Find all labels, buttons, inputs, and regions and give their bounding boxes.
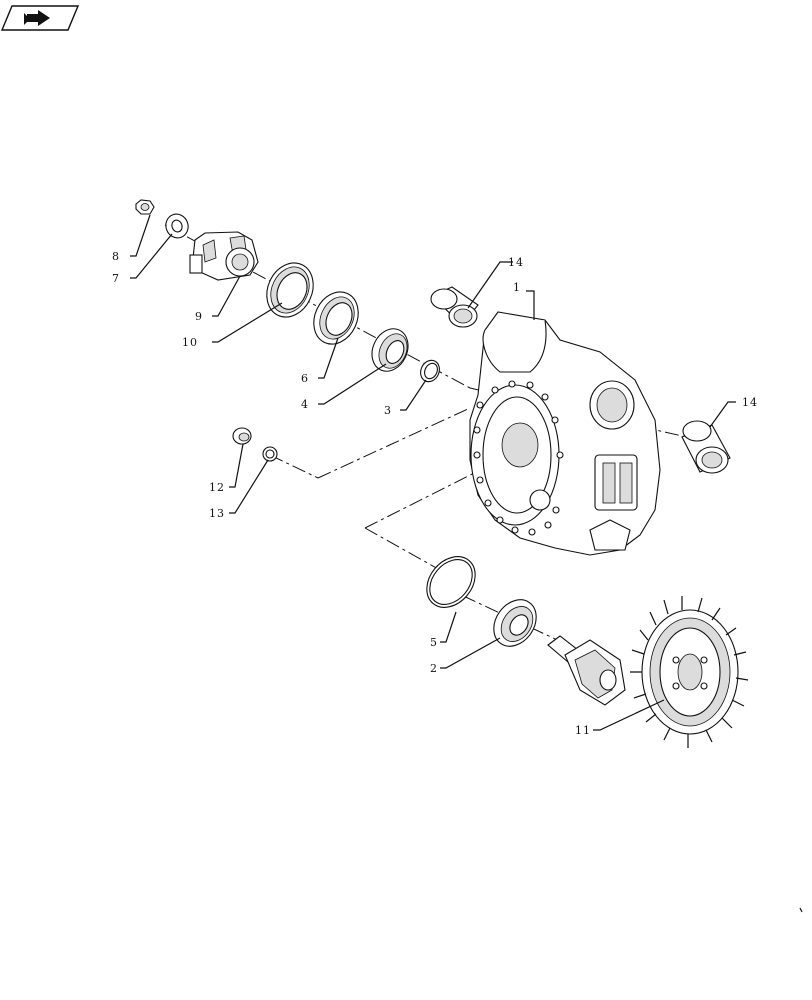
part-12-plug [232, 427, 252, 445]
part-14-bushing-top [430, 286, 479, 328]
leader-lines [130, 214, 736, 731]
part-3-ring [420, 359, 440, 383]
part-4-bearing [371, 328, 409, 372]
scan-artifact [799, 907, 803, 913]
callout-5: 5 [430, 636, 438, 649]
callout-10: 10 [182, 336, 198, 349]
callout-14-right: 14 [742, 396, 758, 409]
part-8-nut [135, 199, 155, 215]
callout-14-top: 14 [508, 256, 524, 269]
part-5-oring [426, 556, 476, 608]
callout-1: 1 [513, 281, 521, 294]
callout-7: 7 [112, 272, 120, 285]
part-7-washer [165, 213, 189, 239]
callout-4: 4 [301, 398, 309, 411]
ring-gear-teeth [630, 596, 749, 748]
part-11-gear-set [547, 596, 749, 748]
callout-12: 12 [209, 481, 225, 494]
next-page-button[interactable] [0, 5, 80, 31]
part-14-bushing-right [681, 420, 731, 474]
callout-11: 11 [575, 724, 591, 737]
callout-3: 3 [384, 404, 392, 417]
part-9-yoke [189, 231, 259, 281]
part-6-seal [313, 291, 359, 345]
callout-labels: 8 7 9 10 6 4 3 1 14 14 12 13 5 2 11 [112, 250, 758, 737]
callout-9: 9 [195, 310, 203, 323]
part-10-seal [266, 262, 314, 318]
callout-2: 2 [430, 662, 438, 675]
part-1-housing [469, 311, 661, 556]
callout-8: 8 [112, 250, 120, 263]
part-2-bearing [493, 599, 537, 647]
callout-13: 13 [209, 507, 225, 520]
callout-6: 6 [301, 372, 309, 385]
next-page-arrow-icon [24, 10, 50, 26]
part-13-washer [262, 446, 278, 462]
housing-bolt-holes [473, 380, 564, 536]
